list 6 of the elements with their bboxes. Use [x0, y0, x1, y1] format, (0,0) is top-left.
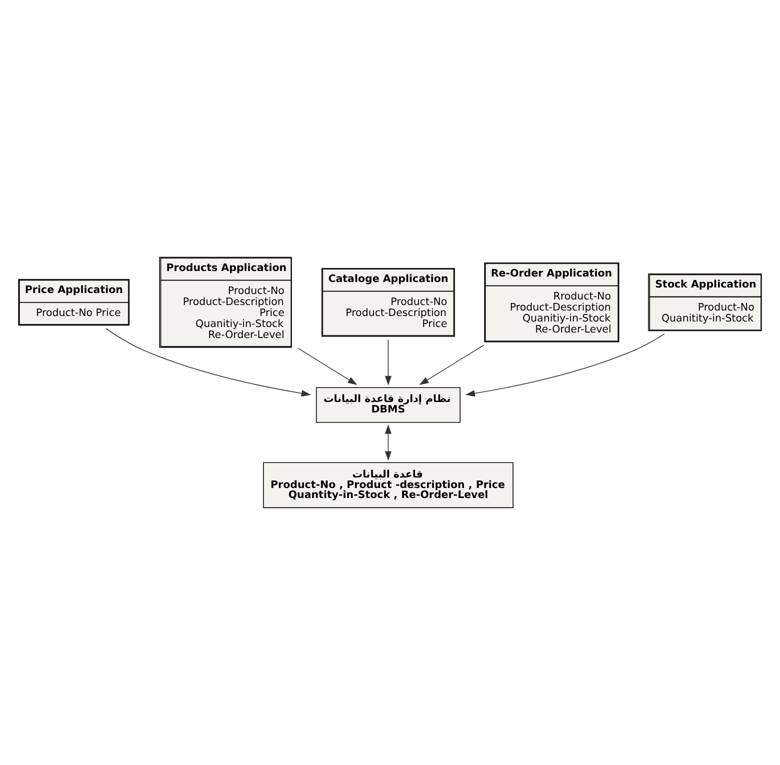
arrow: [384, 424, 392, 461]
arrow: [384, 339, 392, 386]
arrow: [465, 334, 665, 397]
arrow: [106, 328, 311, 397]
arrow: [419, 344, 484, 386]
arrow: [297, 348, 358, 385]
